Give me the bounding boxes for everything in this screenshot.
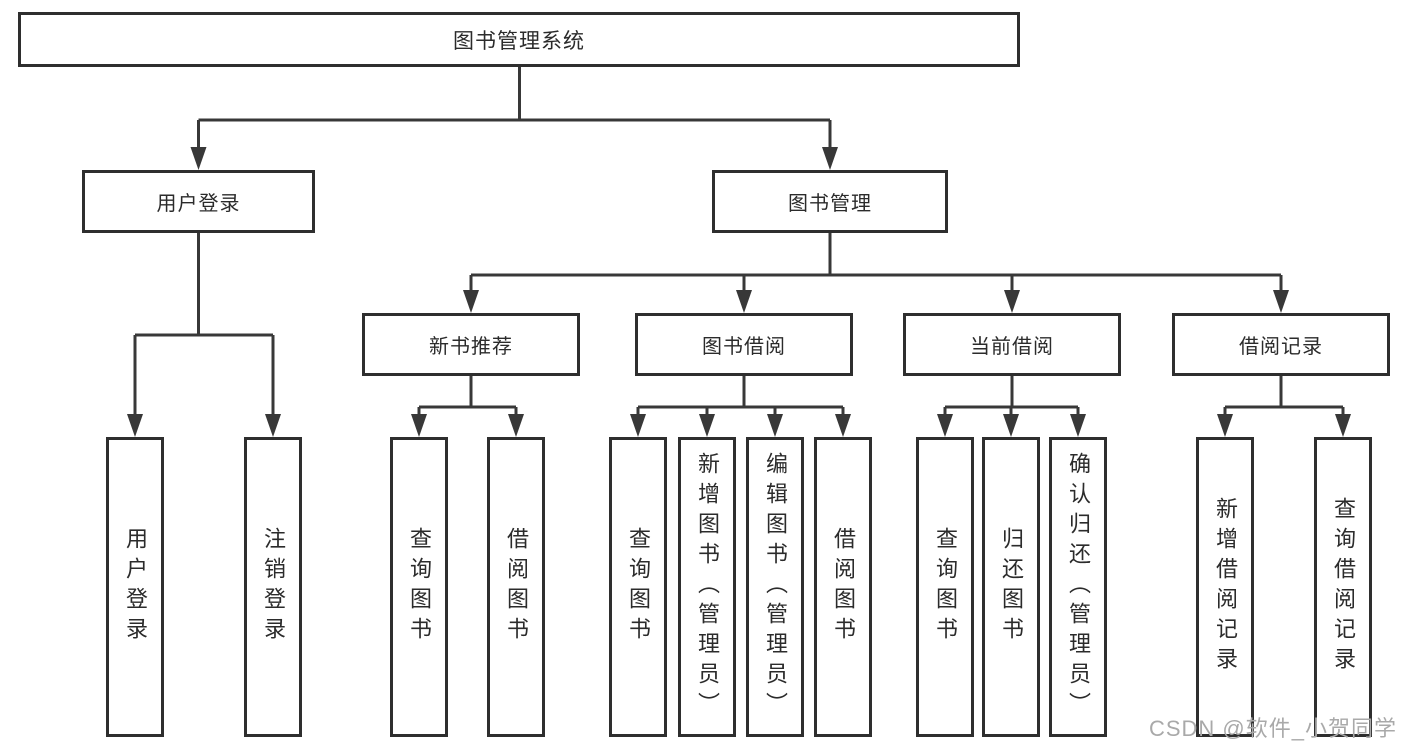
node-book-management: 图书管理 <box>712 170 948 233</box>
arrowheads <box>127 147 1351 437</box>
node-current-borrowing: 当前借阅 <box>903 313 1121 376</box>
leaf-add-books-admin: 新增图书（管理员） <box>678 437 736 737</box>
leaf-borrow-books-recommendation: 借阅图书 <box>487 437 545 737</box>
leaf-add-borrow-record: 新增借阅记录 <box>1196 437 1254 737</box>
node-borrowing-records: 借阅记录 <box>1172 313 1390 376</box>
node-book-borrowing: 图书借阅 <box>635 313 853 376</box>
leaf-user-login: 用户登录 <box>106 437 164 737</box>
csdn-watermark: CSDN @软件_小贺同学 <box>1148 716 1397 741</box>
node-user-login: 用户登录 <box>82 170 315 233</box>
leaf-query-books-borrowing: 查询图书 <box>609 437 667 737</box>
leaf-logout: 注销登录 <box>244 437 302 737</box>
leaf-edit-books-admin: 编辑图书（管理员） <box>746 437 804 737</box>
leaf-query-books-recommendation: 查询图书 <box>390 437 448 737</box>
leaf-query-borrow-record: 查询借阅记录 <box>1314 437 1372 737</box>
leaf-query-books-current: 查询图书 <box>916 437 974 737</box>
node-new-book-recommendation: 新书推荐 <box>362 313 580 376</box>
leaf-confirm-return-admin: 确认归还（管理员） <box>1049 437 1107 737</box>
leaf-return-books: 归还图书 <box>982 437 1040 737</box>
node-root: 图书管理系统 <box>18 12 1020 67</box>
leaf-borrow-books: 借阅图书 <box>814 437 872 737</box>
